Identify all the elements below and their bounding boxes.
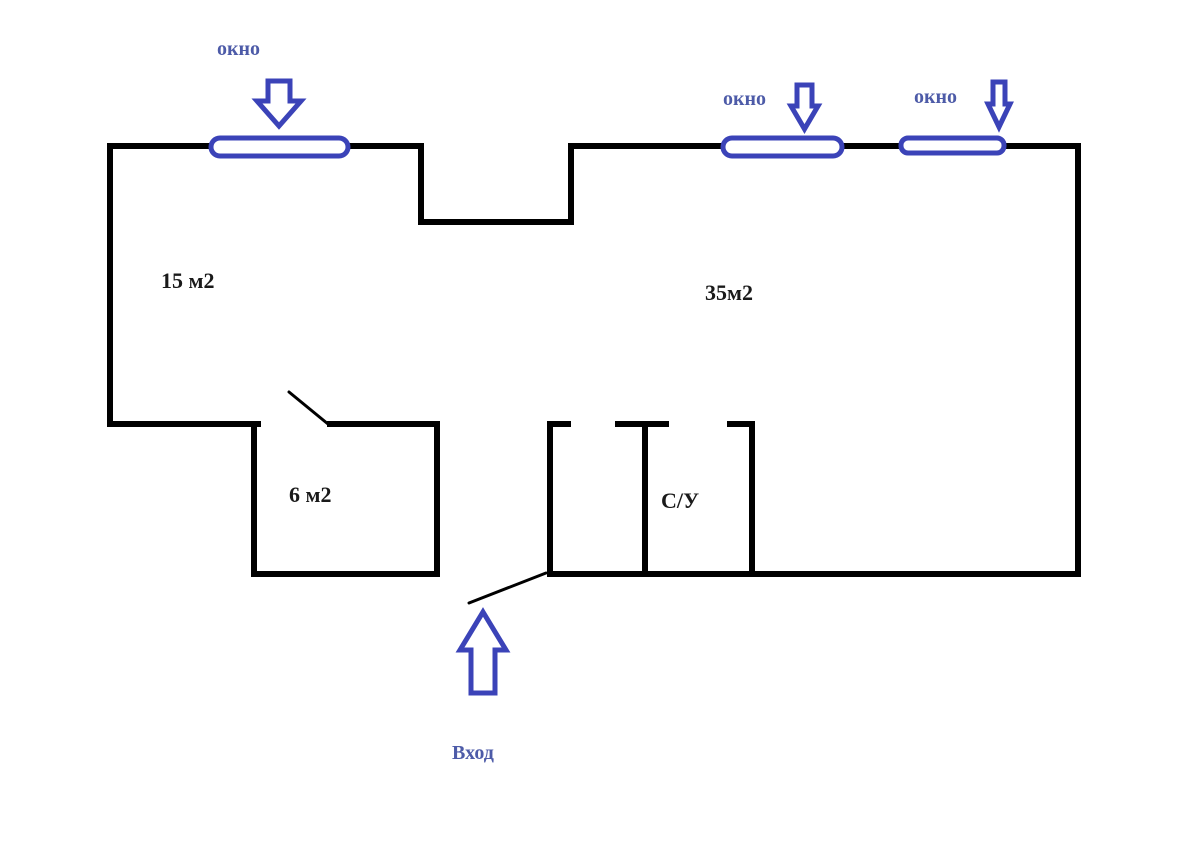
- room-15-label: 15 м2: [161, 268, 215, 293]
- window-3-frame: [898, 135, 1007, 156]
- entrance-label: Вход: [452, 742, 494, 764]
- window-1-arrow-icon: [251, 78, 307, 130]
- window-2-arrow-icon: [786, 82, 823, 134]
- outer-wall: [107, 143, 1081, 577]
- small-room-door: [287, 390, 330, 426]
- room-35-label: 35м2: [705, 280, 753, 305]
- entrance-arrow-icon: [455, 607, 511, 696]
- bathroom-label: С/У: [661, 488, 699, 513]
- window-2-label: окно: [723, 88, 766, 110]
- small-room-top-wall: [251, 421, 440, 577]
- window-1-label: окно: [217, 38, 260, 60]
- entrance-door: [467, 571, 548, 605]
- window-2-frame: [720, 135, 845, 159]
- window-1-frame: [208, 135, 351, 159]
- window-3-arrow-icon: [984, 79, 1014, 133]
- room-6-label: 6 м2: [289, 482, 332, 507]
- bathroom-right-wall: [727, 421, 755, 577]
- window-3-label: окно: [914, 86, 957, 108]
